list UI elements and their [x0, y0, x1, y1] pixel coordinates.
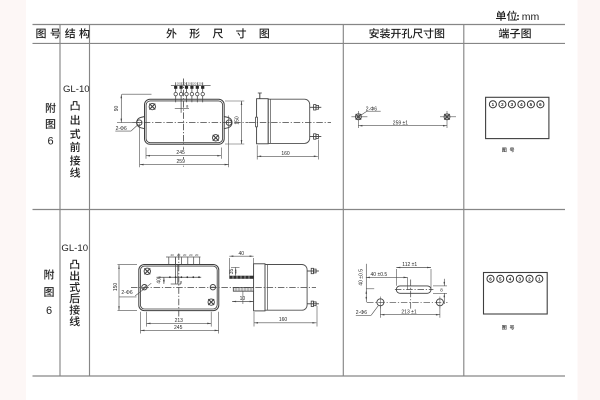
svg-text:35: 35	[229, 269, 235, 275]
svg-text:160: 160	[279, 317, 288, 323]
svg-text:40 ±0.5: 40 ±0.5	[371, 272, 388, 278]
svg-text:GL-10: GL-10	[63, 84, 90, 95]
svg-text:20: 20	[183, 253, 187, 257]
svg-text:2: 2	[528, 276, 531, 281]
svg-text:40 ±0.5: 40 ±0.5	[359, 269, 365, 286]
svg-text:5: 5	[499, 276, 502, 281]
svg-text:6: 6	[46, 305, 52, 317]
svg-text:10: 10	[240, 296, 246, 302]
svg-text:20: 20	[171, 253, 175, 257]
svg-text:4: 4	[520, 102, 523, 107]
svg-text:150: 150	[113, 283, 119, 292]
svg-text:213: 213	[175, 318, 184, 324]
svg-text:2-Φ6: 2-Φ6	[366, 106, 377, 112]
svg-text:40: 40	[156, 278, 162, 284]
svg-text:5: 5	[530, 102, 533, 107]
svg-text:2-Φ6: 2-Φ6	[121, 290, 132, 296]
svg-text:6: 6	[539, 102, 542, 107]
svg-text:2-Φ6: 2-Φ6	[116, 126, 127, 132]
svg-text:20: 20	[182, 81, 186, 85]
svg-text:245: 245	[174, 325, 183, 331]
svg-text:3: 3	[511, 102, 514, 107]
svg-text:4: 4	[509, 276, 512, 281]
svg-text:213 ±1: 213 ±1	[401, 309, 416, 315]
svg-text:20: 20	[177, 81, 181, 85]
svg-text:20: 20	[198, 81, 202, 85]
svg-text:90: 90	[114, 106, 120, 112]
svg-text:245: 245	[176, 150, 185, 156]
svg-text:20: 20	[188, 81, 192, 85]
svg-text:3: 3	[519, 276, 522, 281]
svg-text:2: 2	[501, 102, 504, 107]
svg-text:1: 1	[538, 276, 541, 281]
svg-text:20: 20	[195, 253, 199, 257]
svg-text:GL-10: GL-10	[61, 243, 88, 254]
svg-text:259: 259	[177, 159, 186, 165]
svg-text:8: 8	[186, 104, 189, 109]
svg-text:2-Φ6: 2-Φ6	[356, 310, 367, 316]
svg-text:150: 150	[234, 116, 240, 125]
svg-text:1: 1	[492, 102, 495, 107]
svg-text:20: 20	[189, 253, 193, 257]
svg-text:mm: mm	[522, 11, 540, 23]
svg-text:160: 160	[281, 151, 290, 157]
svg-text:259 ±1: 259 ±1	[393, 120, 408, 126]
svg-text:8: 8	[440, 288, 443, 293]
svg-text:40: 40	[239, 251, 245, 257]
svg-text:8: 8	[180, 279, 183, 284]
svg-text:6: 6	[47, 136, 53, 148]
svg-text:20: 20	[193, 81, 197, 85]
svg-text:112 ±1: 112 ±1	[402, 262, 417, 268]
svg-text:6: 6	[489, 276, 492, 281]
